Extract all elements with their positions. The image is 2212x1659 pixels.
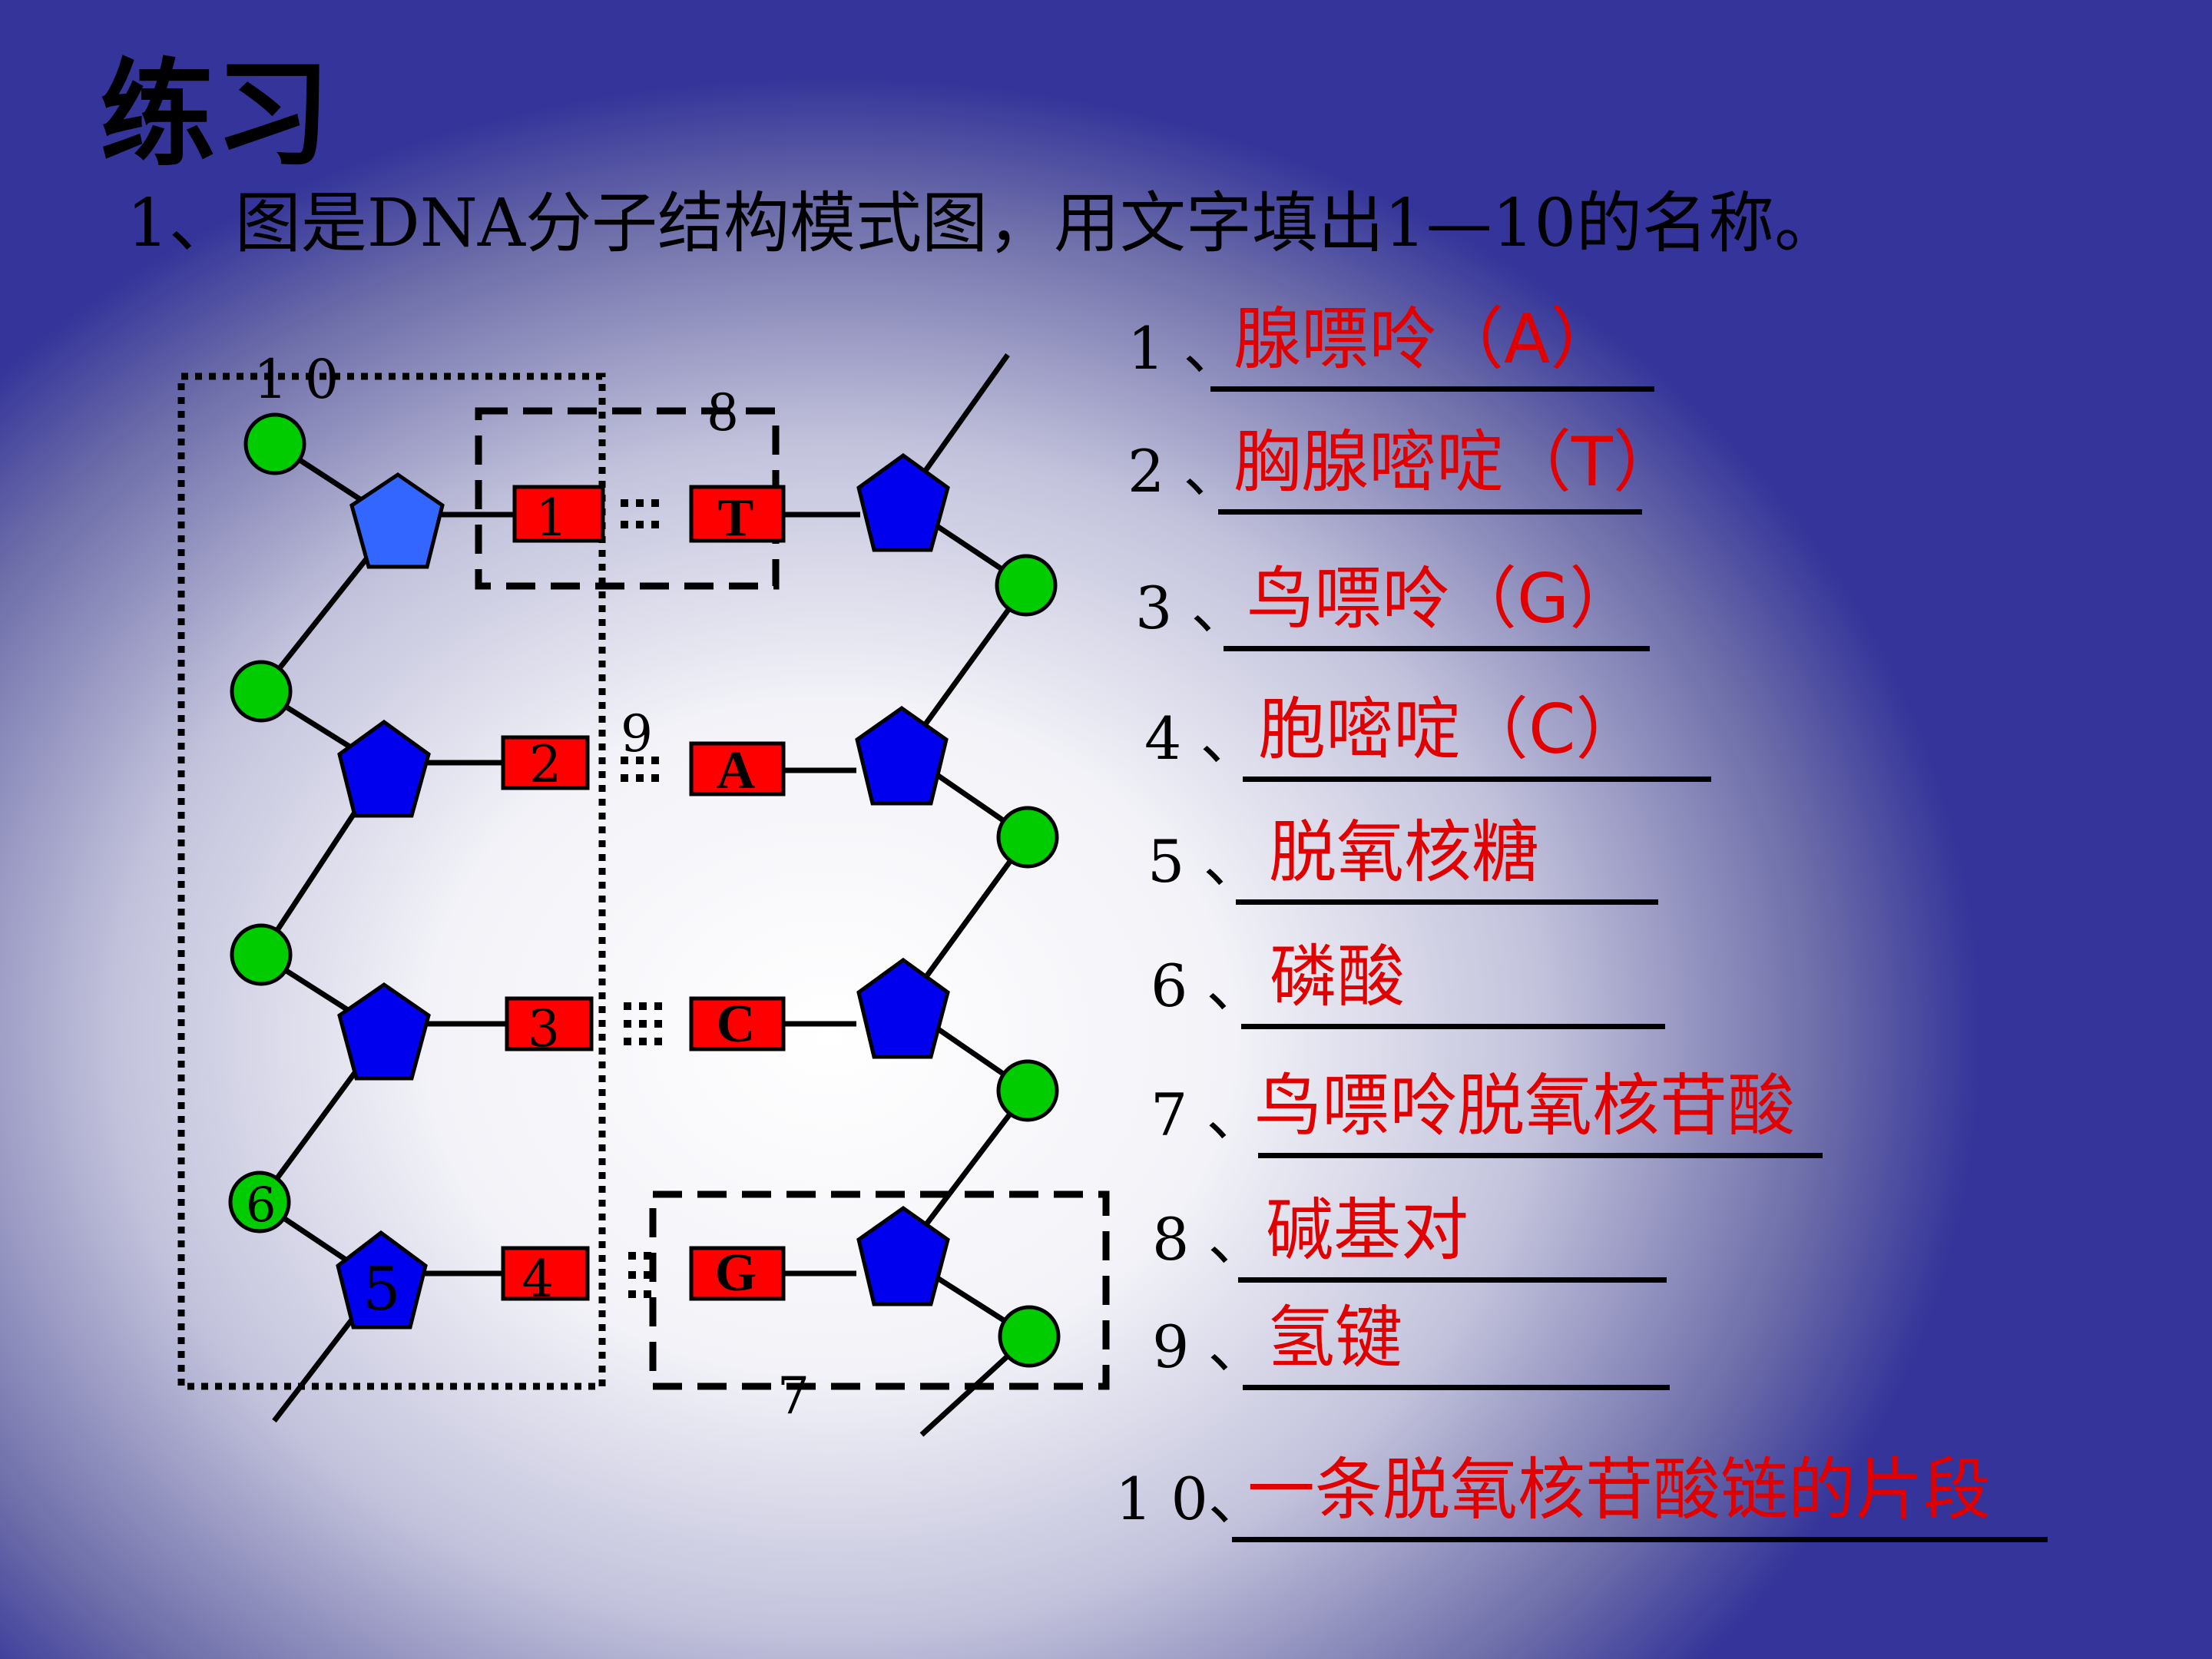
right-base-label: G [715,1243,757,1303]
answer-number: 5 、 [1147,827,1262,896]
hydrogen-bond-row-1 [621,499,659,528]
answer-row-2: 2 、 胸腺嘧啶（T） [1128,422,1711,515]
phosphate [230,923,293,986]
answer-row-5: 5 、 脱氧核糖 [1147,813,1685,905]
label-6: 6 [246,1177,276,1233]
deoxyribose [855,705,949,806]
answer-row-10: 1 0、 一条脱氧核苷酸链的片段 [1115,1450,2083,1542]
hydrogen-bond-row-3 [624,1002,662,1045]
answer-underline [1236,899,1658,905]
right-base-label: C [717,995,756,1054]
deoxyribose [349,472,445,569]
answer-underline [1218,509,1642,515]
phosphate [243,412,306,475]
answer-text: 鸟嘌呤（G） [1247,559,1637,638]
left-base-label: 4 [522,1250,554,1309]
answer-text: 鸟嘌呤脱氧核苷酸 [1254,1066,1796,1145]
hydrogen-bonds [621,499,662,1298]
answer-text: 腺嘌呤（A） [1233,300,1618,379]
slide-title: 练习 [100,48,331,182]
answer-number: 8 、 [1152,1205,1267,1273]
answer-underline [1243,1385,1670,1390]
answer-row-9: 9 、 氢键 [1152,1298,1690,1390]
answer-number: 4 、 [1144,704,1259,773]
base-connectors [422,512,860,1277]
answer-row-1: 1 、 腺嘌呤（A） [1128,300,1665,392]
answer-text: 碱基对 [1266,1190,1469,1270]
label-7: 7 [777,1366,810,1426]
answer-underline [1232,1537,2048,1542]
phosphate [995,554,1058,617]
answer-row-7: 7 、 鸟嘌呤脱氧核苷酸 [1151,1066,1842,1158]
answer-text: 脱氧核糖 [1269,813,1540,892]
box-7-nucleotide [649,1190,1110,1390]
answer-number: 1 、 [1128,314,1242,382]
hydrogen-bond-row-2 [621,757,659,782]
left-base-label: 1 [535,488,568,548]
deoxyribose [337,719,431,818]
answer-text: 磷酸 [1270,937,1406,1016]
right-base-label: A [717,741,756,800]
answer-number: 7 、 [1151,1081,1265,1149]
label-10: 1 0 [253,348,339,411]
phosphate-6 [228,1171,291,1233]
phosphate [996,1059,1059,1122]
left-phosphates [228,412,306,1233]
right-phosphates [995,554,1061,1368]
answer-text: 一条脱氧核苷酸链的片段 [1247,1450,1992,1529]
answer-underline [1210,386,1654,392]
phosphate [996,806,1059,869]
left-base-boxes [501,485,605,1301]
label-5: 5 [363,1255,401,1324]
label-9: 9 [621,704,653,763]
left-base-label: 2 [529,735,561,794]
answer-underline [1258,1153,1823,1158]
answer-row-3: 3 、 鸟嘌呤（G） [1135,559,1673,651]
answer-underline [1241,1024,1665,1029]
deoxyribose-5 [336,1230,428,1330]
label-8: 8 [707,383,739,442]
answer-underline [1238,1277,1667,1283]
answer-row-4: 4 、 胞嘧啶（C） [1144,690,1720,782]
question-text: 1、图是DNA分子结构模式图，用文字填出1—10的名称。 [127,185,1841,262]
right-sugars [855,452,950,1306]
left-sugars [336,472,445,1330]
answer-underline [1224,646,1650,651]
left-base-label: 3 [528,999,560,1058]
answer-text: 胸腺嘧啶（T） [1233,422,1681,502]
answer-number: 2 、 [1128,437,1242,505]
answer-text: 氢键 [1267,1298,1403,1377]
answer-underline [1243,777,1711,782]
deoxyribose [856,1205,950,1306]
deoxyribose [337,982,431,1081]
answer-row-8: 8 、 碱基对 [1152,1190,1690,1283]
right-base-boxes [689,485,786,1301]
box-10-nucleotide-strand [177,373,606,1390]
phosphate [230,660,293,723]
answer-number: 9 、 [1152,1313,1267,1381]
phosphate [998,1305,1061,1368]
answer-number: 1 0、 [1115,1465,1267,1533]
answer-row-6: 6 、 磷酸 [1151,937,1688,1029]
hydrogen-bond-row-4 [628,1252,651,1298]
answer-number: 6 、 [1151,952,1265,1020]
answer-text: 胞嘧啶（C） [1258,690,1644,769]
answer-number: 3 、 [1135,574,1250,642]
right-base-label: T [718,488,754,548]
deoxyribose [856,452,950,552]
deoxyribose [856,957,950,1059]
